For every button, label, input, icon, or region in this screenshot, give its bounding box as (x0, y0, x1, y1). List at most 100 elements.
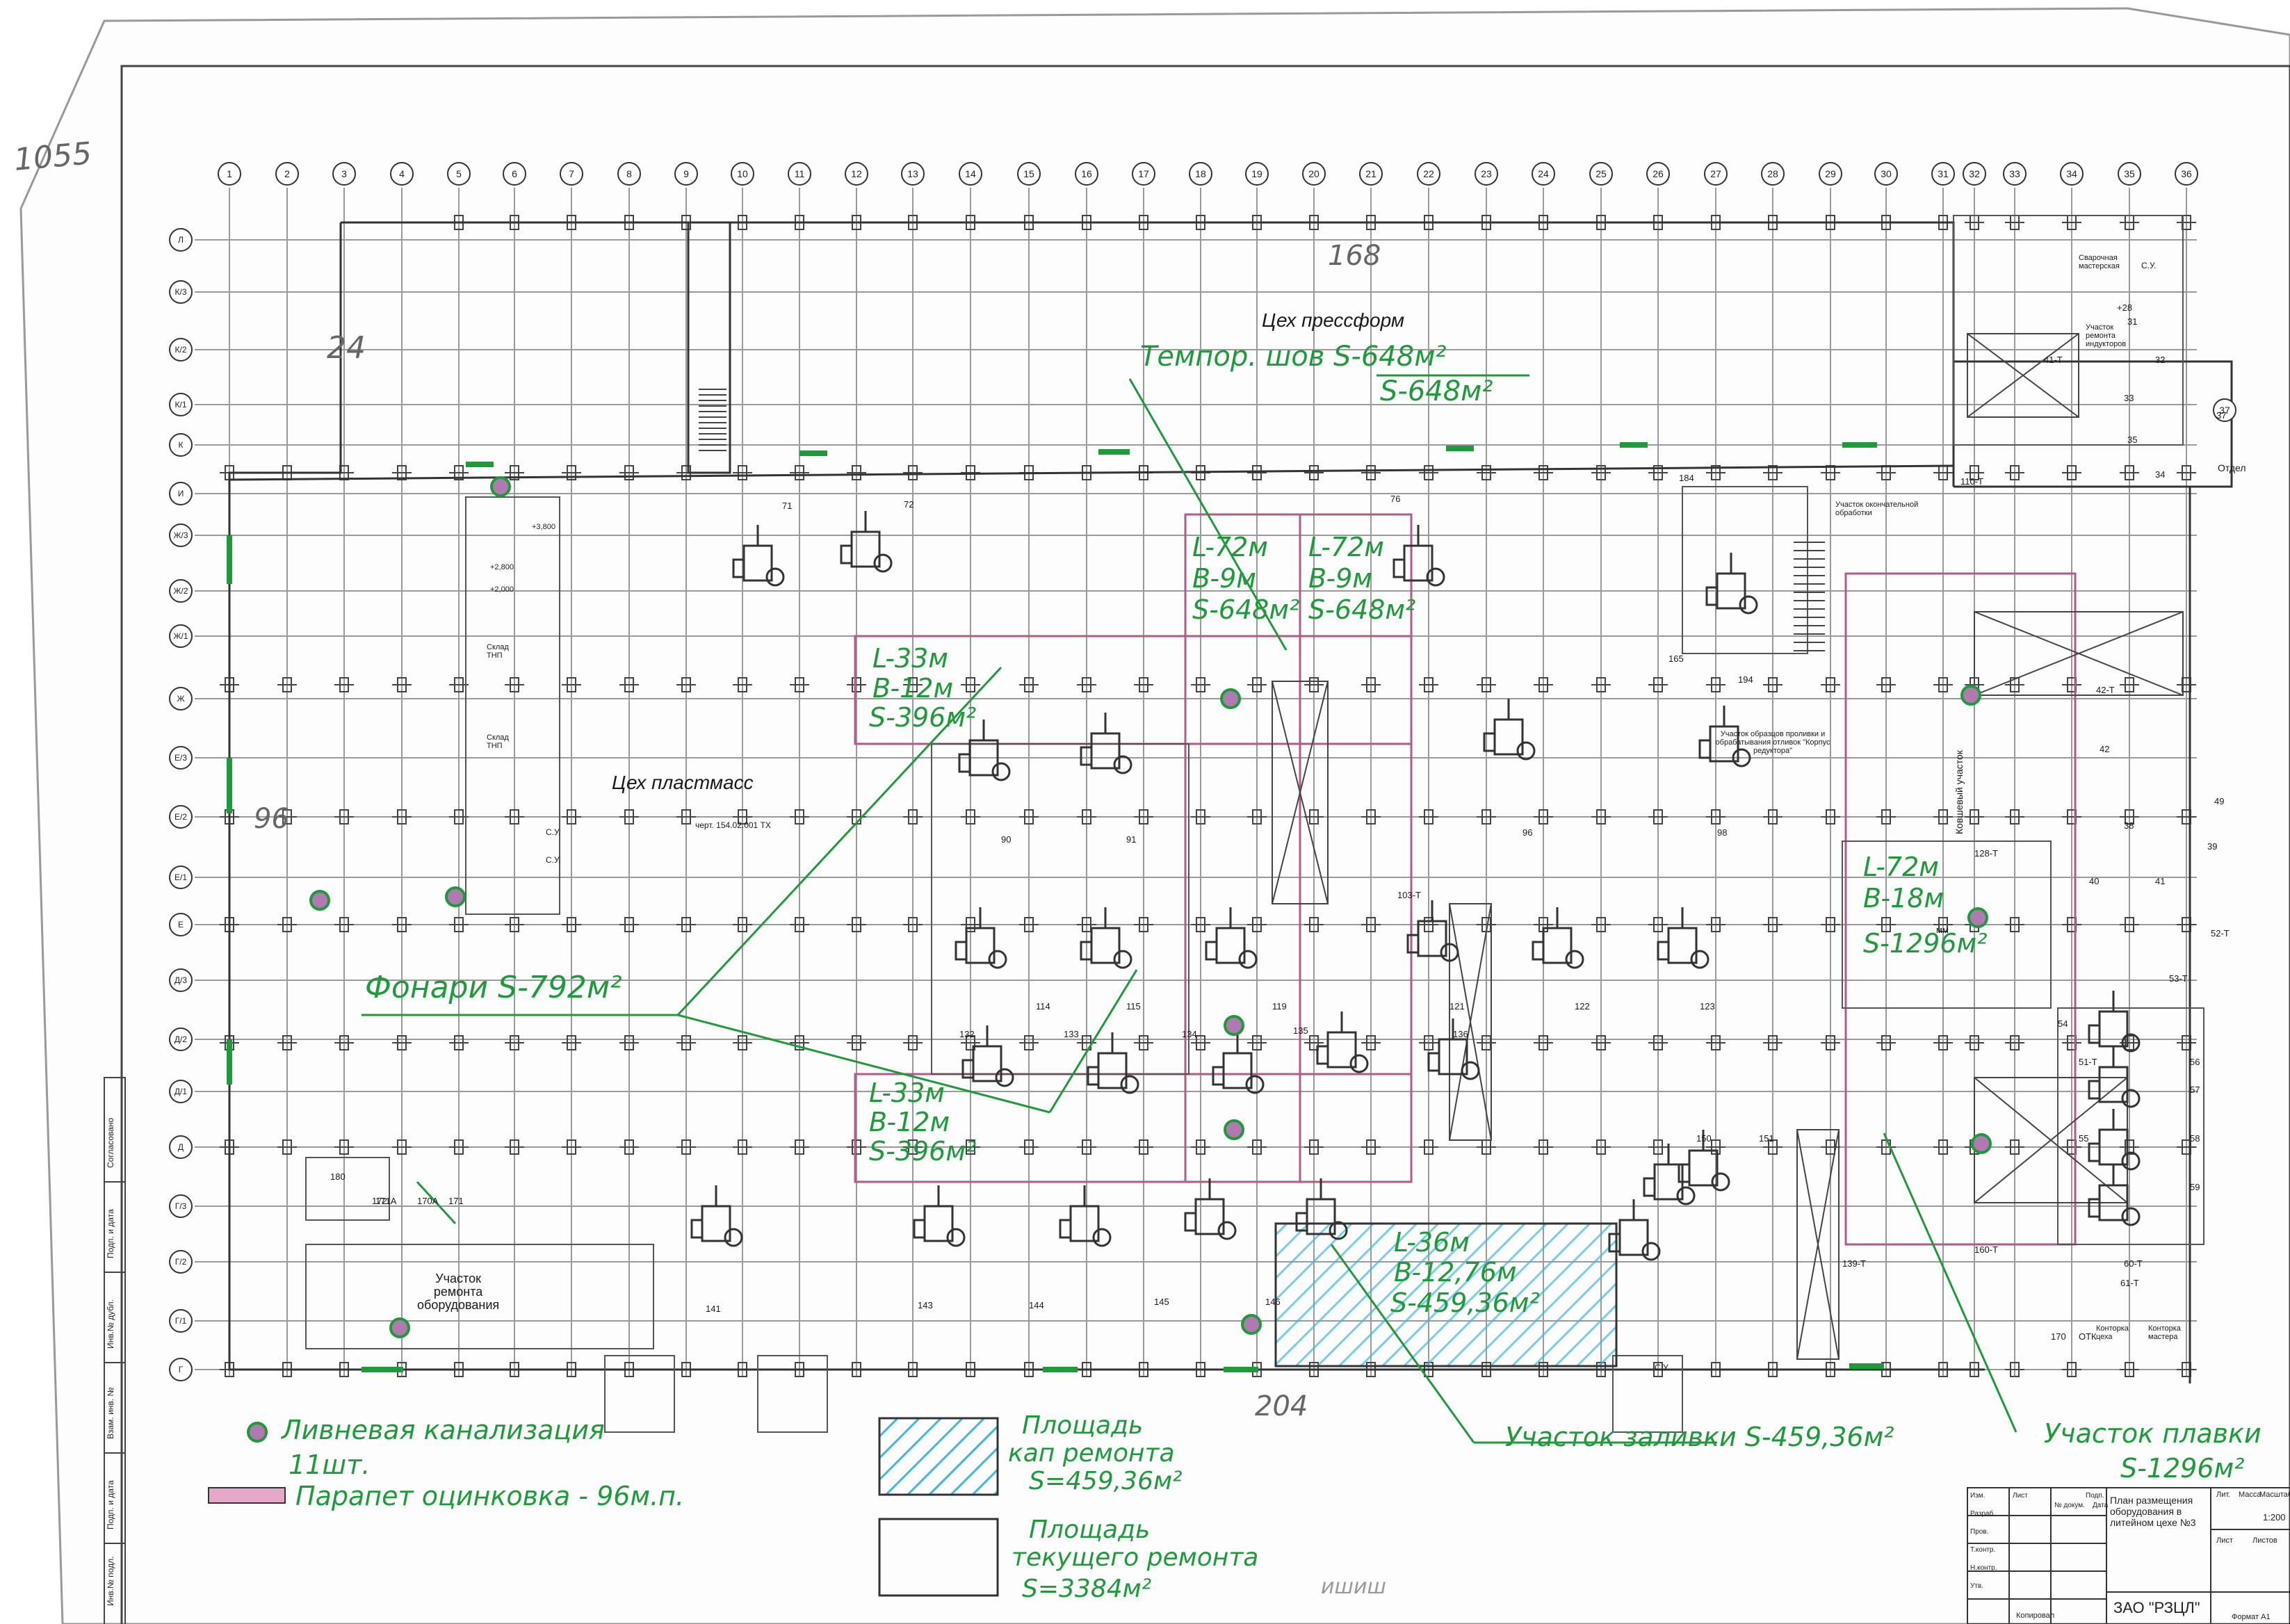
machine-glyph (690, 1185, 743, 1247)
axis-left-6: Ж/3 (169, 523, 193, 547)
machine-glyph (1080, 907, 1132, 969)
equipment-number: мм (1936, 925, 1949, 935)
equipment-number: 33 (2124, 393, 2134, 403)
axis-left-12: Е/1 (169, 866, 193, 889)
room-shop-office: Конторка цеха (2096, 1324, 2129, 1341)
axis-left-19: Г/2 (169, 1250, 193, 1274)
title-block-format: Формат А1 (2232, 1613, 2271, 1621)
equipment-number: 37 (2216, 410, 2227, 421)
equipment-number: 31 (2127, 316, 2138, 327)
equipment-number: 91 (1126, 834, 1137, 845)
machine-glyph (1406, 900, 1459, 962)
axis-top-28: 28 (1761, 162, 1785, 186)
zone-zalivka-3: S-459,36м² (1390, 1288, 1540, 1318)
zone-plavka-1: L-72м (1863, 852, 1939, 882)
block-bot-1: L-33м (869, 1078, 945, 1108)
otdel-label: Отдел (2218, 462, 2246, 473)
axis-top-1: 1 (218, 162, 241, 186)
tempor-shov-2: S-648м² (1380, 375, 1493, 407)
equipment-number: 119 (1272, 1001, 1287, 1012)
machine-glyph (1205, 907, 1258, 969)
drain-marker (1241, 1314, 1262, 1335)
axis-top-11: 11 (788, 162, 811, 186)
side-strip-lines (104, 1077, 126, 1624)
axis-left-1: К/3 (169, 280, 193, 304)
axis-top-10: 10 (731, 162, 754, 186)
title-block-title: План размещения оборудования в литейном … (2110, 1495, 2196, 1528)
equipment-number: 150 (1696, 1133, 1712, 1144)
legend-drain-1: Ливневая канализация (282, 1415, 605, 1445)
title-block-col: № докум. (2054, 1502, 2085, 1509)
equipment-number: 35 (2127, 435, 2138, 445)
ladle-area-label: Ковшевый участок (1954, 750, 1965, 834)
equipment-number: 110-Т (1960, 476, 1983, 487)
room-su-1: С.У. (2141, 261, 2157, 270)
axis-top-2: 2 (275, 162, 299, 186)
drain-marker (490, 476, 511, 497)
equipment-number: 71 (782, 501, 793, 511)
axis-top-37: 37 (2213, 398, 2236, 422)
equipment-number: 184 (1679, 473, 1694, 483)
block-bot-3: S-396м² (869, 1136, 977, 1167)
axis-top-3: 3 (332, 162, 356, 186)
equipment-number: 144 (1029, 1300, 1044, 1310)
equipment-number: 170А (417, 1196, 439, 1206)
pencil-scribble: ишиш (1321, 1575, 1386, 1599)
title-block-col: Дата (2093, 1502, 2109, 1509)
annotation-leaders (362, 374, 2017, 1444)
fonari-label: Фонари S-792м² (365, 970, 622, 1005)
uchastok-plavki-1: Участок плавки (2044, 1418, 2261, 1449)
equipment-number: 114 (1036, 1001, 1050, 1012)
machine-glyph (1678, 1130, 1730, 1192)
axis-top-31: 31 (1931, 162, 1955, 186)
span-b-3: S-648м² (1308, 594, 1416, 625)
equipment-number: 115 (1126, 1001, 1141, 1012)
axis-top-25: 25 (1589, 162, 1613, 186)
dim-24: 24 (327, 330, 366, 366)
equipment-number: 40 (2089, 876, 2100, 886)
room-sklad-1: Склад ТНП (487, 643, 509, 660)
equipment-number: 49 (2214, 796, 2225, 806)
zone-zalivka-2: B-12,76м (1394, 1257, 1517, 1288)
drain-marker (1971, 1133, 1992, 1154)
room-su-4: С.У. (1655, 1363, 1670, 1372)
machine-glyph (1184, 1178, 1237, 1240)
equipment-number: 60-Т (2124, 1258, 2143, 1269)
legend-current-3: S=3384м² (1022, 1575, 1152, 1603)
title-block-row: Н.контр. (1970, 1564, 1997, 1572)
side-strip-cell: Согласовано (106, 1117, 115, 1168)
equipment-number: 132 (959, 1029, 975, 1039)
machine-glyph (1295, 1178, 1348, 1240)
stairs (699, 389, 1825, 651)
equipment-number: 141 (706, 1304, 721, 1314)
title-block-row: Изм. (1970, 1492, 1986, 1500)
axis-top-23: 23 (1475, 162, 1498, 186)
axis-top-6: 6 (503, 162, 526, 186)
drain-marker (1224, 1119, 1244, 1140)
legend-capital-1: Площадь (1022, 1411, 1144, 1440)
interior-outlines (305, 215, 2204, 1433)
equipment-number: 32 (2155, 355, 2166, 365)
equipment-number: 165 (1668, 653, 1684, 664)
room-inductor-repair: Участок ремонта индукторов (2086, 323, 2127, 348)
axis-left-4: К (169, 433, 193, 457)
axis-top-24: 24 (1532, 162, 1555, 186)
equipment-number: 61-Т (2120, 1278, 2139, 1288)
axis-left-13: Е (169, 913, 193, 936)
machine-glyph (913, 1185, 966, 1247)
title-block-row: Разраб. (1970, 1510, 1996, 1518)
level-2000: +2,000 (490, 585, 514, 594)
equipment-number: 151 (1759, 1133, 1774, 1144)
equipment-number: 134 (1182, 1029, 1197, 1039)
drain-marker (1960, 685, 1981, 706)
drain-marker (389, 1317, 410, 1338)
equipment-number: 136 (1453, 1029, 1468, 1039)
axis-left-16: Д/1 (169, 1080, 193, 1103)
axis-top-8: 8 (617, 162, 641, 186)
zone-zalivka-1: L-36м (1394, 1227, 1470, 1258)
drain-marker (1967, 907, 1988, 928)
machine-glyph (840, 511, 893, 573)
legend-current-2: текущего ремонта (1012, 1543, 1259, 1572)
equipment-number: 58 (2190, 1133, 2200, 1144)
